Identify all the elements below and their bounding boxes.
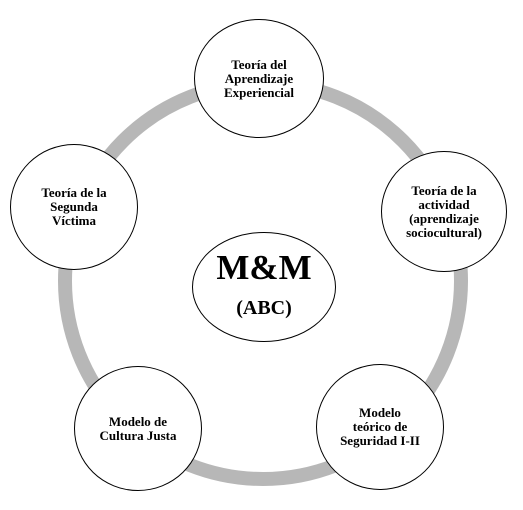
node-label: Teoría de la Segunda Víctima: [41, 185, 107, 228]
node-second-victim-theory: Teoría de la Segunda Víctima: [10, 144, 138, 270]
node-experiential-learning-theory: Teoría del Aprendizaje Experiencial: [194, 19, 324, 138]
node-safety-model: Modelo teórico de Seguridad I-II: [316, 364, 444, 490]
node-label: Teoría de la actividad (aprendizaje soci…: [406, 182, 482, 240]
node-label: Teoría del Aprendizaje Experiencial: [223, 56, 295, 100]
node-activity-theory: Teoría de la actividad (aprendizaje soci…: [381, 151, 507, 272]
center-subtitle: (ABC): [236, 297, 292, 319]
node-just-culture-model: Modelo de Cultura Justa: [74, 366, 202, 491]
node-label: Modelo de Cultura Justa: [99, 413, 177, 443]
node-label: Modelo teórico de Seguridad I-II: [340, 405, 420, 448]
center-node: M&M (ABC): [192, 232, 336, 342]
center-title: M&M: [216, 248, 312, 287]
